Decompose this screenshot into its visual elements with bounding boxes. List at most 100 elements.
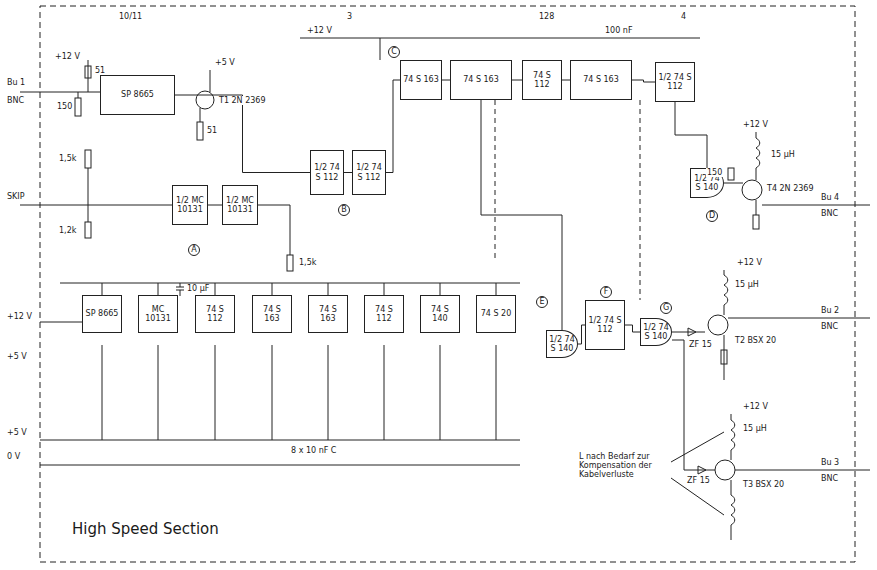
wire	[384, 283, 385, 295]
text-stack: 1/2 74 S 112	[658, 73, 692, 91]
inductor-symbol	[756, 132, 760, 180]
schematic-label: T4 2N 2369	[766, 184, 815, 193]
ic-box: 74 S 163	[308, 295, 348, 333]
diode-symbol	[688, 328, 696, 336]
wire	[158, 345, 159, 440]
wire	[684, 340, 685, 470]
chip-type: 1/2 MC 10131	[175, 196, 205, 214]
chip-type: 74 S 163	[463, 75, 499, 84]
schematic-label: BNC	[820, 474, 839, 483]
text-stack: SP 8665	[86, 309, 119, 318]
schematic-label: +12 V	[6, 312, 33, 321]
wire	[496, 345, 497, 440]
schematic-label: 51	[206, 126, 218, 135]
text-stack: 1/2 74 S 140	[549, 335, 575, 353]
text-stack: SP 8665	[121, 90, 154, 99]
text-stack: 1/2 74 S 112	[588, 316, 622, 334]
logic-gate: 1/2 74 S 140	[546, 330, 578, 358]
schematic-label: T3 BSX 20	[742, 480, 785, 489]
ic-box: 1/2 74 S 112	[585, 300, 625, 350]
wire	[496, 283, 497, 295]
chip-type: 1/2 74 S 112	[658, 73, 692, 91]
wire	[102, 345, 103, 440]
schematic-label: 15 µH	[734, 280, 760, 289]
wire	[78, 92, 79, 98]
chip-type: 74 S 163	[583, 75, 619, 84]
wire	[672, 340, 684, 341]
signal-wire	[175, 95, 310, 173]
chip-type: 74 S 163	[255, 305, 289, 323]
wire	[40, 322, 82, 323]
dashed-wire	[640, 100, 641, 300]
skip-wire	[20, 205, 172, 206]
ground-rail	[40, 465, 520, 466]
chip-type: 1/2 74 S 112	[313, 163, 341, 181]
stage-letter: B	[338, 204, 350, 216]
schematic-label: +12 V	[54, 52, 81, 61]
signal-wire	[386, 80, 400, 173]
schematic-label: 10/11	[118, 12, 143, 21]
wire	[215, 345, 216, 440]
resistor-symbol	[197, 122, 203, 140]
schematic-label: BNC	[820, 209, 839, 218]
chip-type: 74 S 163	[403, 75, 439, 84]
schematic-label: BNC	[6, 96, 25, 105]
diode-symbol	[698, 466, 706, 474]
chip-type: SP 8665	[86, 309, 119, 318]
schematic-label: L nach Bedarf zur Kompensation der Kabel…	[578, 452, 670, 480]
ic-box: 74 S 163	[400, 60, 442, 100]
text-stack: 74 S 163	[255, 305, 289, 323]
wire	[328, 283, 329, 295]
schematic-label: 4	[680, 12, 687, 21]
schematic-label: Bu 3	[820, 458, 840, 467]
resistor-symbol	[85, 66, 91, 78]
wire	[215, 283, 216, 295]
schematic-label: +5 V	[6, 352, 28, 361]
schematic-label: +5 V	[214, 58, 236, 67]
text-stack: 74 S 20	[481, 309, 512, 318]
wire	[724, 183, 743, 184]
stage-letter: E	[536, 296, 548, 308]
ic-box: MC 10131	[138, 295, 178, 333]
signal-wire	[625, 325, 640, 332]
schematic-label: BNC	[820, 322, 839, 331]
schematic-label: 150	[56, 102, 73, 111]
leader-line	[671, 432, 724, 462]
wire	[272, 345, 273, 440]
signal-wire	[442, 80, 450, 81]
stage-letter: G	[660, 302, 672, 314]
wire	[88, 205, 89, 222]
output-wire	[728, 318, 870, 319]
chip-type: 74 S 163	[311, 305, 345, 323]
transistor-symbol	[742, 180, 762, 200]
schematic-label: 8 x 10 nF C	[290, 446, 337, 455]
text-stack: 74 S 163	[463, 75, 499, 84]
resistor-symbol	[753, 215, 759, 229]
schematic-label: 150	[706, 168, 723, 177]
stage-letter: D	[706, 210, 718, 222]
schematic-label: 10 µF	[186, 284, 210, 293]
chip-type: 74 S 112	[198, 305, 232, 323]
chip-type: 74 S 20	[481, 309, 512, 318]
section-title: High Speed Section	[72, 520, 219, 538]
ic-box: 74 S 163	[570, 60, 632, 100]
wire	[328, 345, 329, 440]
ic-box: 1/2 MC 10131	[222, 185, 258, 225]
wire	[210, 70, 211, 92]
chip-type: 74 S 112	[525, 71, 559, 89]
schematic-label: 51	[94, 66, 106, 75]
stage-letter: F	[600, 286, 612, 298]
text-stack: 1/2 74 S 112	[313, 163, 341, 181]
resistor-symbol	[728, 168, 734, 180]
schematic-label: +12 V	[736, 258, 763, 267]
text-stack: 74 S 112	[525, 71, 559, 89]
text-stack: 74 S 163	[403, 75, 439, 84]
transistor-symbol	[715, 460, 735, 480]
text-stack: 1/2 74 S 112	[355, 163, 383, 181]
ic-box: 74 S 112	[364, 295, 404, 333]
dashed-wire	[495, 100, 496, 260]
schematic-label: ZF 15	[688, 340, 713, 349]
wire	[440, 283, 441, 295]
chip-type: 74 S 112	[367, 305, 401, 323]
wire	[102, 283, 103, 295]
